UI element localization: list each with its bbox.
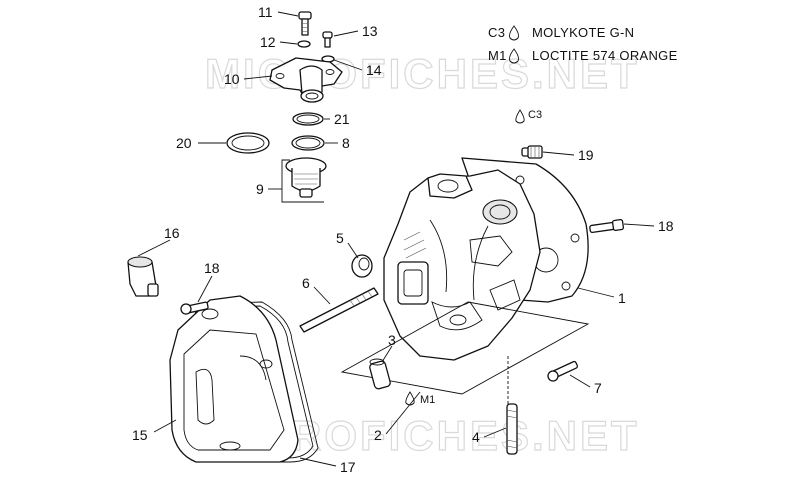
stud-6 [299,287,379,333]
callout-14: 14 [366,62,382,78]
callouts: 11 12 13 14 10 21 8 20 9 19 18 5 6 1 3 7… [132,4,674,475]
thermostat-housing-group [226,11,343,203]
callout-17: 17 [340,459,356,475]
cylinder-head-1 [383,157,589,361]
callout-2: 2 [374,427,382,443]
drop-icon [515,109,525,124]
callout-12: 12 [260,34,276,50]
thermostat-cover-10 [269,57,343,103]
screw-13 [322,31,333,48]
callout-18-right: 18 [658,218,674,234]
callout-18-left: 18 [204,260,220,276]
drop-icon [405,391,415,406]
plug-19: C3 [515,109,543,159]
stud-4 [506,403,518,455]
drop-icon [509,48,519,64]
callout-9: 9 [256,181,264,197]
legend-code-c3: C3 [488,25,505,40]
symbol-tag-m1: M1 [420,394,435,406]
thermostat-9 [285,157,327,198]
callout-5: 5 [336,230,344,246]
callout-4: 4 [472,429,480,445]
bolt-18-left [180,301,209,315]
oil-filler-cap-16 [127,256,159,297]
callout-8: 8 [342,135,350,151]
bolt-7 [547,360,579,382]
callout-15: 15 [132,427,148,443]
screw-11 [298,11,312,36]
leader-lines [137,11,655,467]
valve-guide-5 [351,254,373,278]
gasket-plate-2 [340,301,590,395]
callout-7: 7 [594,380,602,396]
callout-21: 21 [334,111,350,127]
legend-text-c3: MOLYKOTE G-N [532,25,634,40]
drop-icon [509,25,519,41]
washer-12 [297,40,311,48]
callout-10: 10 [224,71,240,87]
valve-cover-15 [169,295,299,463]
callout-19: 19 [578,147,594,163]
callout-11: 11 [258,4,273,20]
callout-16: 16 [164,225,180,241]
bolt-18-right [589,218,625,234]
callout-3: 3 [388,332,396,348]
callout-1: 1 [618,290,626,306]
callout-13: 13 [362,23,378,39]
legend-code-m1: M1 [488,48,507,63]
dowel-pin-3: M1 [369,358,435,406]
symbol-tag-c3: C3 [528,109,542,121]
callout-20: 20 [176,135,192,151]
callout-6: 6 [302,275,310,291]
legend: C3 MOLYKOTE G-N M1 LOCTITE 574 ORANGE [488,25,678,64]
legend-text-m1: LOCTITE 574 ORANGE [532,48,678,63]
